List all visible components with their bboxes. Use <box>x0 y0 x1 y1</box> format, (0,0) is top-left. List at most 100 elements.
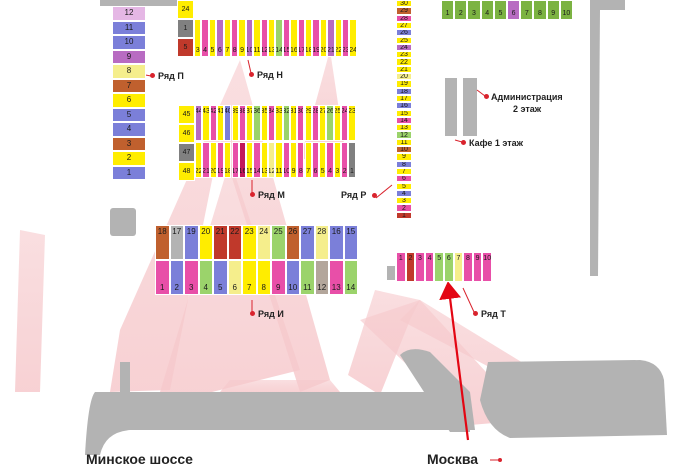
stall-m-37: 37 <box>246 105 254 141</box>
row-i-label: Ряд И <box>258 309 284 319</box>
row-i-marker <box>250 311 255 316</box>
stall-r-17: 17 <box>396 94 412 103</box>
stall-i-6: 6 <box>227 260 242 295</box>
stall-r-30: 30 <box>396 0 412 8</box>
stall-r-13: 13 <box>396 124 412 132</box>
stall-r-7: 7 <box>396 167 412 176</box>
stall-top-9: 9 <box>546 0 560 20</box>
stall-i-top-23: 23 <box>242 225 257 260</box>
stall-r-23: 23 <box>396 51 412 59</box>
stall-t-6: 6 <box>444 252 454 282</box>
stall-m-b-12: 12 <box>268 142 276 178</box>
stall-top-5: 5 <box>493 0 507 20</box>
stall-i-4: 4 <box>198 260 213 295</box>
stall-m-b-19: 19 <box>216 142 225 178</box>
stall-r-3: 3 <box>396 197 412 205</box>
stall-i-top-20: 20 <box>198 225 213 260</box>
cafe-label: Кафе 1 этаж <box>469 138 524 148</box>
row-r-label: Ряд Р <box>341 190 367 200</box>
stall-p-4: 4 <box>112 122 146 137</box>
stall-p-7: 7 <box>112 78 146 93</box>
stall-m-25: 25 <box>333 105 341 141</box>
admin-label: Администрация <box>491 92 563 102</box>
stall-r-27: 27 <box>396 21 412 30</box>
row-t-label: Ряд Т <box>481 309 506 319</box>
stall-t-4: 4 <box>424 252 435 282</box>
stall-p-12: 12 <box>112 6 146 21</box>
stall-i-11: 11 <box>300 260 315 295</box>
stall-t-2: 2 <box>405 252 416 282</box>
stall-n-19: 19 <box>312 19 320 57</box>
stall-m-left-47: 47 <box>178 143 195 162</box>
stall-i-top-15: 15 <box>343 225 358 260</box>
stall-n-15: 15 <box>282 19 291 57</box>
row-p-marker <box>150 73 155 78</box>
stall-r-29: 29 <box>396 7 412 15</box>
stall-n-9: 9 <box>238 19 246 57</box>
stall-i-10: 10 <box>285 260 300 295</box>
stall-i-top-25: 25 <box>271 225 286 260</box>
stall-n-3: 3 <box>194 19 202 57</box>
stall-i-2: 2 <box>169 260 184 295</box>
stall-i-top-21: 21 <box>213 225 228 260</box>
stall-m-b-16: 16 <box>238 142 247 178</box>
stall-n-left-24: 24 <box>177 0 194 19</box>
stall-m-b-1: 1 <box>348 142 356 178</box>
stall-m-b-22: 22 <box>195 142 203 178</box>
stall-i-12: 12 <box>314 260 329 295</box>
stall-top-4: 4 <box>480 0 494 20</box>
stall-r-28: 28 <box>396 14 412 22</box>
stall-n-11: 11 <box>253 19 261 57</box>
stall-top-2: 2 <box>454 0 468 20</box>
stall-n-4: 4 <box>201 19 209 57</box>
stall-m-left-45: 45 <box>178 105 195 124</box>
stall-m-b-8: 8 <box>297 142 305 178</box>
stall-top-1: 1 <box>441 0 455 20</box>
stall-n-20: 20 <box>319 19 328 57</box>
leader-lines <box>139 59 500 461</box>
stall-i-top-27: 27 <box>300 225 315 260</box>
stall-t-3: 3 <box>415 252 425 282</box>
road-moscow-label: Москва <box>427 451 479 467</box>
stall-r-20: 20 <box>396 73 412 81</box>
stall-i-top-19: 19 <box>184 225 199 260</box>
row-n-label: Ряд Н <box>257 70 283 80</box>
stall-m-b-20: 20 <box>209 142 217 178</box>
stall-m-34: 34 <box>268 105 276 141</box>
row-n-marker <box>249 72 254 77</box>
stall-m-28: 28 <box>311 105 320 141</box>
stall-n-18: 18 <box>305 19 313 57</box>
road-minsk-label: Минское шоссе <box>86 451 193 467</box>
stall-m-b-18: 18 <box>224 142 232 178</box>
stall-r-8: 8 <box>396 160 412 168</box>
stall-r-10: 10 <box>396 146 412 154</box>
stall-p-8: 8 <box>112 64 146 79</box>
stall-i-8: 8 <box>256 260 271 295</box>
stall-i-top-17: 17 <box>169 225 184 260</box>
stall-r-19: 19 <box>396 80 412 88</box>
stall-n-13: 13 <box>268 19 276 57</box>
stall-n-24: 24 <box>349 19 357 57</box>
stall-i-top-26: 26 <box>285 225 300 260</box>
stall-t-5: 5 <box>434 252 444 282</box>
stall-m-29: 29 <box>304 105 312 141</box>
stall-top-7: 7 <box>520 0 534 20</box>
stall-p-11: 11 <box>112 20 146 35</box>
stall-m-43: 43 <box>202 105 210 141</box>
stall-r-11: 11 <box>396 138 412 146</box>
stall-i-7: 7 <box>242 260 257 295</box>
stall-i-top-24: 24 <box>256 225 271 260</box>
stall-n-5: 5 <box>208 19 217 57</box>
stall-m-b-5: 5 <box>319 142 327 178</box>
stall-r-21: 21 <box>396 65 412 73</box>
stall-n-16: 16 <box>290 19 298 57</box>
stall-m-b-11: 11 <box>275 142 283 178</box>
stall-n-10: 10 <box>245 19 254 57</box>
stall-i-1: 1 <box>155 260 170 295</box>
stall-n-21: 21 <box>327 19 335 57</box>
stall-i-3: 3 <box>184 260 199 295</box>
stall-r-26: 26 <box>396 29 412 37</box>
row-t-marker <box>473 311 478 316</box>
stall-top-6: 6 <box>507 0 521 20</box>
